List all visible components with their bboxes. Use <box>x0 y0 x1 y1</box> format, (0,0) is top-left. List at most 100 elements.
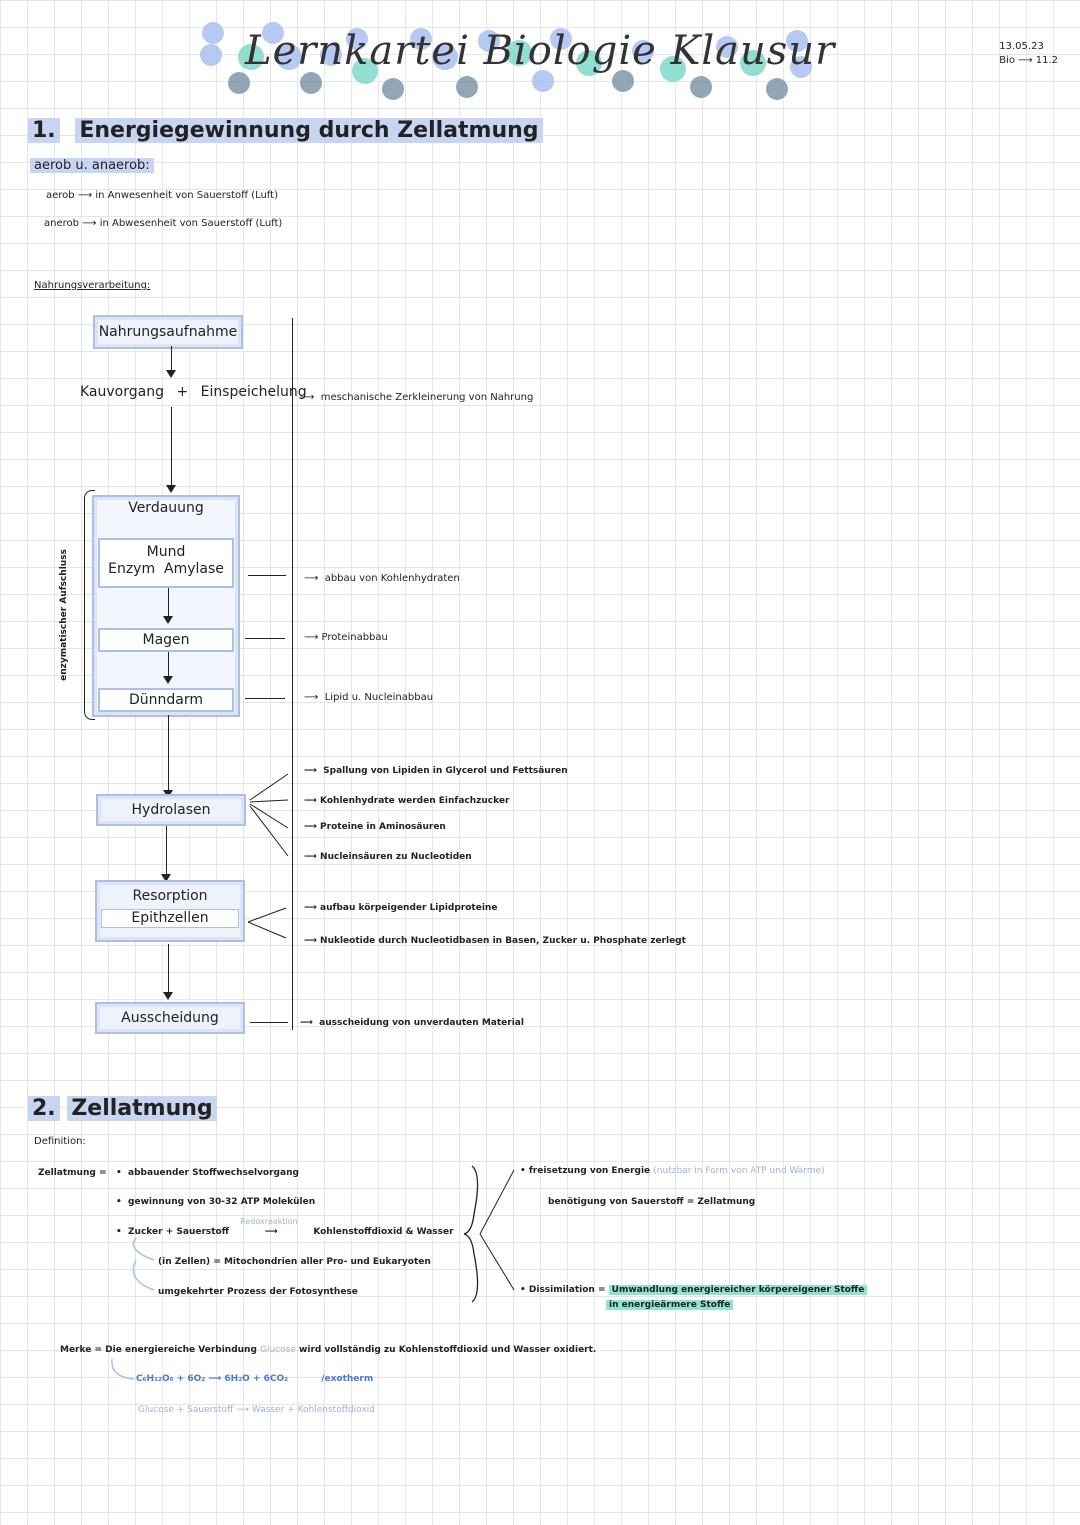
digestion-title: Verdauung <box>128 500 204 516</box>
epithelium-label: Epithzellen <box>101 908 239 928</box>
merke-text-b: wird vollständig zu Kohlenstoffdioxid un… <box>299 1345 597 1355</box>
note-small-intestine-text: Lipid u. Nucleinabbau <box>324 692 434 703</box>
definition-label: Definition: <box>34 1136 86 1147</box>
small-intestine-box: Dünndarm <box>98 688 234 712</box>
section2-number: 2. <box>28 1096 60 1121</box>
arrow-down <box>161 874 171 882</box>
stomach-box: Magen <box>98 628 234 652</box>
formula-left: C₆H₁₂O₆ + 6O₂ <box>136 1374 206 1384</box>
right-note-1-text: freisetzung von Energie <box>528 1166 651 1176</box>
processing-label: Nahrungsverarbeitung: <box>34 280 151 291</box>
sub-note-2: umgekehrter Prozess der Fotosynthese <box>158 1287 358 1297</box>
decor-dot <box>276 44 302 70</box>
bullet-3-left: Zucker + Sauerstoff <box>128 1227 230 1237</box>
formula-words: Glucose + Sauerstoff ⟶ Wasser + Kohlenst… <box>138 1405 375 1415</box>
note-chewing-text: meschanische Zerkleinerung von Nahrung <box>320 392 534 403</box>
bracket <box>463 1165 515 1303</box>
mouth-label: Mund <box>146 544 186 560</box>
dissimilation-label: Dissimilation = <box>528 1285 606 1295</box>
decor-dot <box>576 50 602 76</box>
note-hydro3-text: Proteine in Aminosäuren <box>320 822 446 832</box>
anaerob-label: anerob <box>44 218 79 229</box>
note-hydro2-text: Kohlenhydrate werden Einfachzucker <box>320 796 510 806</box>
redox-label: Redoxreaktion <box>240 1217 298 1226</box>
amylase-label: Amylase <box>164 560 224 577</box>
formula-words-left: Glucose + Sauerstoff <box>138 1405 234 1415</box>
term-label: Zellatmung = <box>38 1168 107 1178</box>
note-resorp1-text: aufbau körpeigender Lipidproteine <box>320 903 498 913</box>
note-small-intestine: ⟶ Lipid u. Nucleinabbau <box>304 692 434 703</box>
enzyme-label: Enzym <box>108 560 156 577</box>
chewing-label: Kauvorgang <box>80 384 164 400</box>
section1-number: 1. <box>28 118 60 143</box>
decor-dot <box>786 30 808 52</box>
decor-dot <box>238 44 264 70</box>
redox-arrow: Redoxreaktion⟶ <box>240 1217 298 1237</box>
note-mouth-text: abbau von Kohlenhydraten <box>324 573 460 584</box>
right-note-3: • Dissimilation = Umwandlung energiereic… <box>520 1285 868 1295</box>
decor-dot <box>766 78 788 100</box>
note-excretion: ⟶ ausscheidung von unverdauten Material <box>300 1018 524 1028</box>
formula: C₆H₁₂O₆ + 6O₂ ⟶ 6H₂O + 6CO₂ /exotherm <box>136 1374 374 1384</box>
brace <box>84 490 95 720</box>
note-stomach: ⟶ Proteinabbau <box>304 632 388 643</box>
aerob-label: aerob <box>46 190 75 201</box>
date: 13.05.23 <box>999 41 1044 52</box>
page-title: Lernkartei Biologie Klausur <box>245 28 836 74</box>
merke-glucose: Glucose <box>260 1345 296 1355</box>
decor-dot <box>262 22 284 44</box>
connector <box>171 407 172 487</box>
side-label: enzymatischer Aufschluss <box>58 549 69 681</box>
merke-arrow <box>111 1358 135 1380</box>
hydrolases-box: Hydrolasen <box>96 794 246 826</box>
bullet-2: • gewinnung von 30-32 ATP Molekülen <box>116 1197 316 1207</box>
arrow-down <box>163 992 173 1000</box>
bullet-1: • abbauender Stoffwechselvorgang <box>116 1168 299 1178</box>
formula-note: /exotherm <box>321 1374 374 1384</box>
decor-dot <box>550 28 572 50</box>
decor-dot <box>202 22 224 44</box>
sub-note-1: (in Zellen) = Mitochondrien aller Pro- u… <box>158 1257 431 1267</box>
decor-dot <box>346 28 368 50</box>
note-mouth: ⟶ abbau von Kohlenhydraten <box>304 573 460 584</box>
decor-dot <box>632 40 654 62</box>
decor-dot <box>612 70 634 92</box>
salivation-label: Einspeichelung <box>200 384 307 400</box>
decor-dot <box>228 72 250 94</box>
decor-dot <box>320 44 342 66</box>
connector <box>245 638 285 639</box>
section2-heading: 2. Zellatmung <box>28 1096 217 1121</box>
arrow-down <box>163 676 173 684</box>
aerob-text: in Anwesenheit von Sauerstoff (Luft) <box>95 190 278 201</box>
note-stomach-text: Proteinabbau <box>321 632 388 643</box>
right-note-3b: in energieärmere Stoffe <box>606 1300 734 1310</box>
bullet-1-text: abbauender Stoffwechselvorgang <box>128 1168 299 1178</box>
decor-dot <box>300 72 322 94</box>
note-hydro1-text: Spallung von Lipiden in Glycerol und Fet… <box>323 766 568 776</box>
decor-dot <box>506 40 532 66</box>
section1-heading: 1. Energiegewinnung durch Zellatmung <box>28 118 543 143</box>
arrow-down <box>166 370 176 378</box>
bullet-3-right: Kohlenstoffdioxid & Wasser <box>313 1227 454 1237</box>
decor-dot <box>478 30 500 52</box>
note-hydro4: ⟶ Nucleinsäuren zu Nucleotiden <box>304 852 472 862</box>
bullet-3: • Zucker + Sauerstoff Redoxreaktion⟶ Koh… <box>116 1217 454 1237</box>
decor-dot <box>790 56 812 78</box>
note-hydro2: ⟶ Kohlenhydrate werden Einfachzucker <box>304 796 510 806</box>
section1-title: Energiegewinnung durch Zellatmung <box>75 118 543 143</box>
connector <box>168 652 169 678</box>
decor-dot <box>660 56 686 82</box>
merke-label: Merke = <box>60 1345 103 1355</box>
note-hydro3: ⟶ Proteine in Aminosäuren <box>304 822 446 832</box>
note-excretion-text: ausscheidung von unverdauten Material <box>319 1018 524 1028</box>
plus-sign: + <box>176 384 189 400</box>
anaerob-text: in Abwesenheit von Sauerstoff (Luft) <box>99 218 283 229</box>
arrow-down <box>166 485 176 493</box>
fan-lines-resorption <box>247 907 287 939</box>
enzyme-row: Enzym Amylase <box>100 561 232 578</box>
curved-arrows <box>132 1237 155 1291</box>
connector <box>245 698 285 699</box>
chewing-row: Kauvorgang + Einspeichelung <box>80 384 307 400</box>
course: Bio ⟶ 11.2 <box>999 55 1058 66</box>
connector <box>250 1022 288 1023</box>
